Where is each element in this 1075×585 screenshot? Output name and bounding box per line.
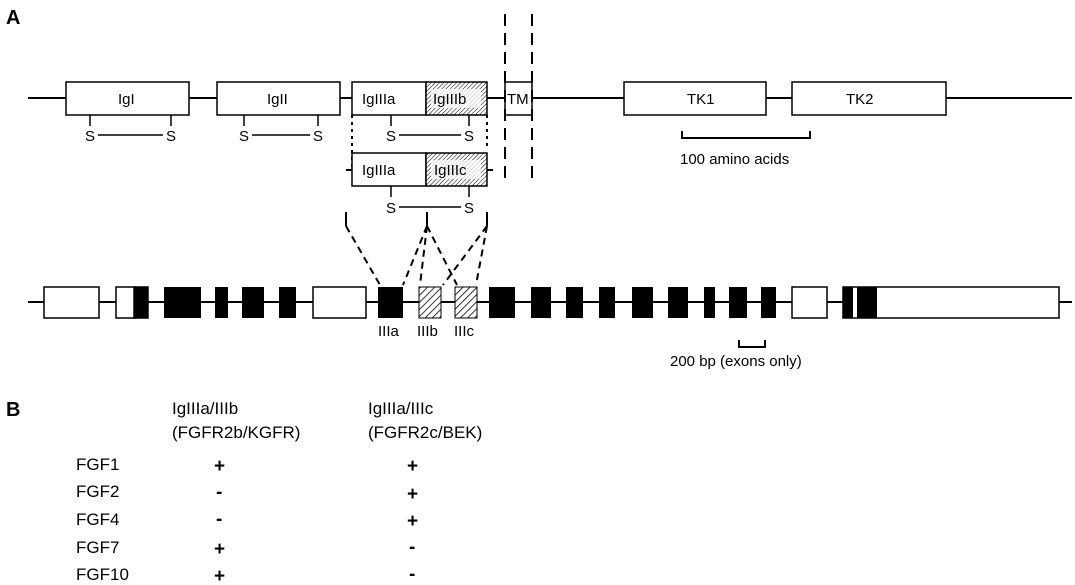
column-subheader-iiib: (FGFR2b/KGFR) [172, 423, 300, 442]
ligand-label: FGF7 [76, 538, 119, 557]
s-label: S [386, 128, 396, 145]
tk2-label: TK2 [846, 91, 874, 108]
igIIIb-label-bg [431, 89, 481, 108]
exon-IIIc-label: IIIc [454, 323, 475, 340]
s-label: S [85, 128, 95, 145]
column-header-iiib: IgIIIa/IIIb [172, 399, 238, 418]
exon-last [842, 286, 1060, 319]
exon-open [312, 286, 367, 319]
exon-IIIc [454, 286, 478, 319]
binding-iiic: + [407, 456, 418, 477]
ligand-label: FGF10 [76, 565, 129, 584]
column-header-iiic: IgIIIa/IIIc [368, 399, 434, 418]
protein-scale-bar [681, 131, 811, 139]
binding-iiic: + [407, 484, 418, 505]
panel-a-label: A [6, 7, 20, 29]
exon-IIIa-label: IIIa [378, 323, 400, 340]
ligand-label: FGF4 [76, 510, 119, 529]
igI-label: IgI [118, 91, 135, 108]
gene-scale-bar [738, 340, 766, 348]
binding-iiib: + [214, 456, 225, 477]
tk2-domain [791, 81, 947, 116]
column-subheader-iiic: (FGFR2c/BEK) [368, 423, 482, 442]
exon [215, 287, 228, 318]
exon-utr [791, 286, 828, 319]
exon-IIIa [378, 287, 403, 318]
binding-iiic: - [409, 564, 415, 585]
exon [632, 287, 653, 318]
exon [489, 287, 515, 318]
exon-mapping-lines [345, 212, 488, 226]
exon [133, 286, 149, 319]
igIIIa-bottom-domain [351, 152, 427, 187]
igII-domain [216, 81, 341, 116]
ligand-label: FGF1 [76, 455, 119, 474]
tk1-domain [623, 81, 767, 116]
exon [668, 287, 688, 318]
s-label: S [464, 200, 474, 217]
tm-label: TM [507, 91, 529, 108]
gene-scale-label: 200 bp (exons only) [670, 353, 802, 370]
exon-last-coding [843, 287, 853, 318]
exon [729, 287, 747, 318]
igIIIb-label: IgIIIb [433, 91, 466, 108]
ligand-label: FGF2 [76, 482, 119, 501]
s-label: S [386, 200, 396, 217]
binding-table: IgIIIa/IIIb (FGFR2b/KGFR) IgIIIa/IIIc (F… [76, 399, 482, 585]
panel-b-label: B [6, 399, 20, 421]
exon-utr [43, 286, 100, 319]
binding-iiib: + [214, 566, 225, 585]
exon [164, 287, 201, 318]
membrane-lines [504, 14, 533, 178]
igIIIa-bottom-label: IgIIIa [362, 162, 396, 179]
splice-connectors [351, 115, 488, 170]
exon [761, 287, 776, 318]
binding-iiib: - [216, 509, 222, 530]
s-label: S [239, 128, 249, 145]
exon-IIIb-label: IIIb [417, 323, 438, 340]
disulfide-bonds-top [89, 115, 470, 136]
igIIIc-label: IgIIIc [434, 162, 467, 179]
tk1-label: TK1 [687, 91, 715, 108]
igI-domain [65, 81, 190, 116]
exon [566, 287, 583, 318]
exon [531, 287, 551, 318]
igIIIa-top-label: IgIIIa [362, 91, 396, 108]
exon-mapping-dashes [345, 225, 488, 286]
exon-utr [115, 286, 137, 319]
binding-iiic: + [407, 511, 418, 532]
gene-structure [28, 286, 1072, 319]
s-label: S [166, 128, 176, 145]
s-label: S [464, 128, 474, 145]
protein-scale-label: 100 amino acids [680, 151, 789, 168]
exon [599, 287, 615, 318]
exon-last-coding [857, 287, 877, 318]
s-label: S [313, 128, 323, 145]
alt-isoform: IgIIIa IgIIIc S S [346, 152, 493, 217]
exon-IIIb [418, 286, 442, 319]
igIIIc-label-bg [431, 160, 481, 179]
exon [279, 287, 296, 318]
exon [242, 287, 264, 318]
binding-iiib: - [216, 482, 222, 503]
igII-label: IgII [267, 91, 288, 108]
binding-iiic: - [409, 537, 415, 558]
protein-domains: IgI IgII IgIIIa IgIIIb TM TK1 TK2 [65, 81, 947, 116]
binding-iiib: + [214, 539, 225, 560]
exon [704, 287, 715, 318]
disulfide-s-labels-top: S S S S S S [85, 128, 474, 145]
